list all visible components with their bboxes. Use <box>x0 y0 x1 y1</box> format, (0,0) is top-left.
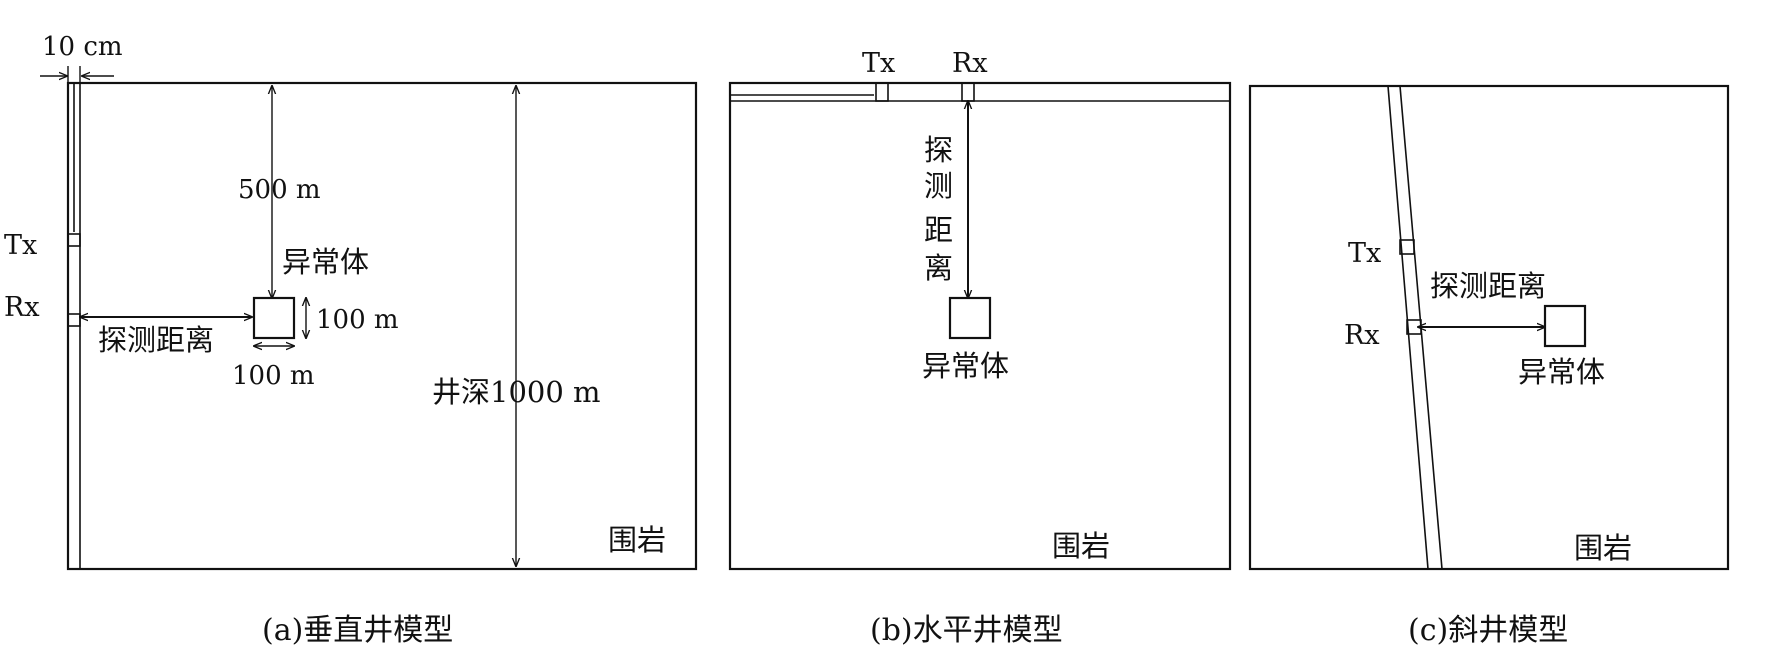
panel-c-distance-label: 探测距离 <box>1430 269 1546 303</box>
panel-b-horizontal-well: Tx Rx 探 测 距 离 异常体 围岩 (b)水平井模型 <box>728 48 1232 648</box>
panel-b-anomaly-box <box>948 296 992 340</box>
panel-c-rock-label: 围岩 <box>1574 531 1632 565</box>
panel-a-well-depth-label: 井深1000 m <box>432 375 601 409</box>
panel-b-rock-label: 围岩 <box>1052 529 1110 563</box>
panel-a-anomaly-width-label: 100 m <box>232 361 315 391</box>
panel-b-rock-box <box>728 81 1232 571</box>
panel-b-distance-char-4: 离 <box>924 251 953 285</box>
panel-a-rock-label: 围岩 <box>608 523 666 557</box>
panel-c-caption: (c)斜井模型 <box>1408 613 1568 648</box>
panel-b-distance-char-3: 距 <box>924 213 953 247</box>
panel-c-tx-label: Tx <box>1348 238 1381 269</box>
panel-b-anomaly-label: 异常体 <box>922 349 1009 383</box>
panel-c-rock-box <box>1248 84 1730 571</box>
panel-b-distance-char-1: 探 <box>924 133 953 167</box>
panel-b-caption: (b)水平井模型 <box>870 613 1063 648</box>
panel-a-casing-label: 10 cm <box>42 32 123 62</box>
panel-c-anomaly-label: 异常体 <box>1518 355 1605 389</box>
panel-c-anomaly-box <box>1543 304 1587 348</box>
panel-c-well-wall-left <box>1387 85 1429 570</box>
panel-a-anomaly-box <box>252 296 296 340</box>
panel-a-vertical-well: 10 cm Tx Rx 500 m 异常体 100 m 100 m 探测距离 井… <box>4 32 698 648</box>
panel-a-tx-label: Tx <box>4 230 37 261</box>
panel-a-rx-marker <box>67 313 81 327</box>
panel-a-distance-label: 探测距离 <box>98 323 214 357</box>
panel-c-rx-label: Rx <box>1344 320 1380 351</box>
panel-a-caption: (a)垂直井模型 <box>262 613 453 648</box>
panel-b-distance-char-2: 测 <box>924 169 953 203</box>
panel-c-tx-marker <box>1399 239 1415 255</box>
panel-a-tx-marker <box>67 233 81 247</box>
panel-b-rx-label: Rx <box>952 48 988 79</box>
panel-a-anomaly-height-label: 100 m <box>316 305 399 335</box>
panel-b-tx-marker <box>875 82 889 102</box>
panel-b-rx-marker <box>961 82 975 102</box>
panel-a-rx-label: Rx <box>4 292 40 323</box>
panel-c-inclined-well: Tx Rx 探测距离 异常体 围岩 (c)斜井模型 <box>1248 84 1730 648</box>
panel-b-tx-label: Tx <box>862 48 895 79</box>
panel-a-anomaly-label: 异常体 <box>282 245 369 279</box>
panel-a-depth-label: 500 m <box>238 175 321 205</box>
